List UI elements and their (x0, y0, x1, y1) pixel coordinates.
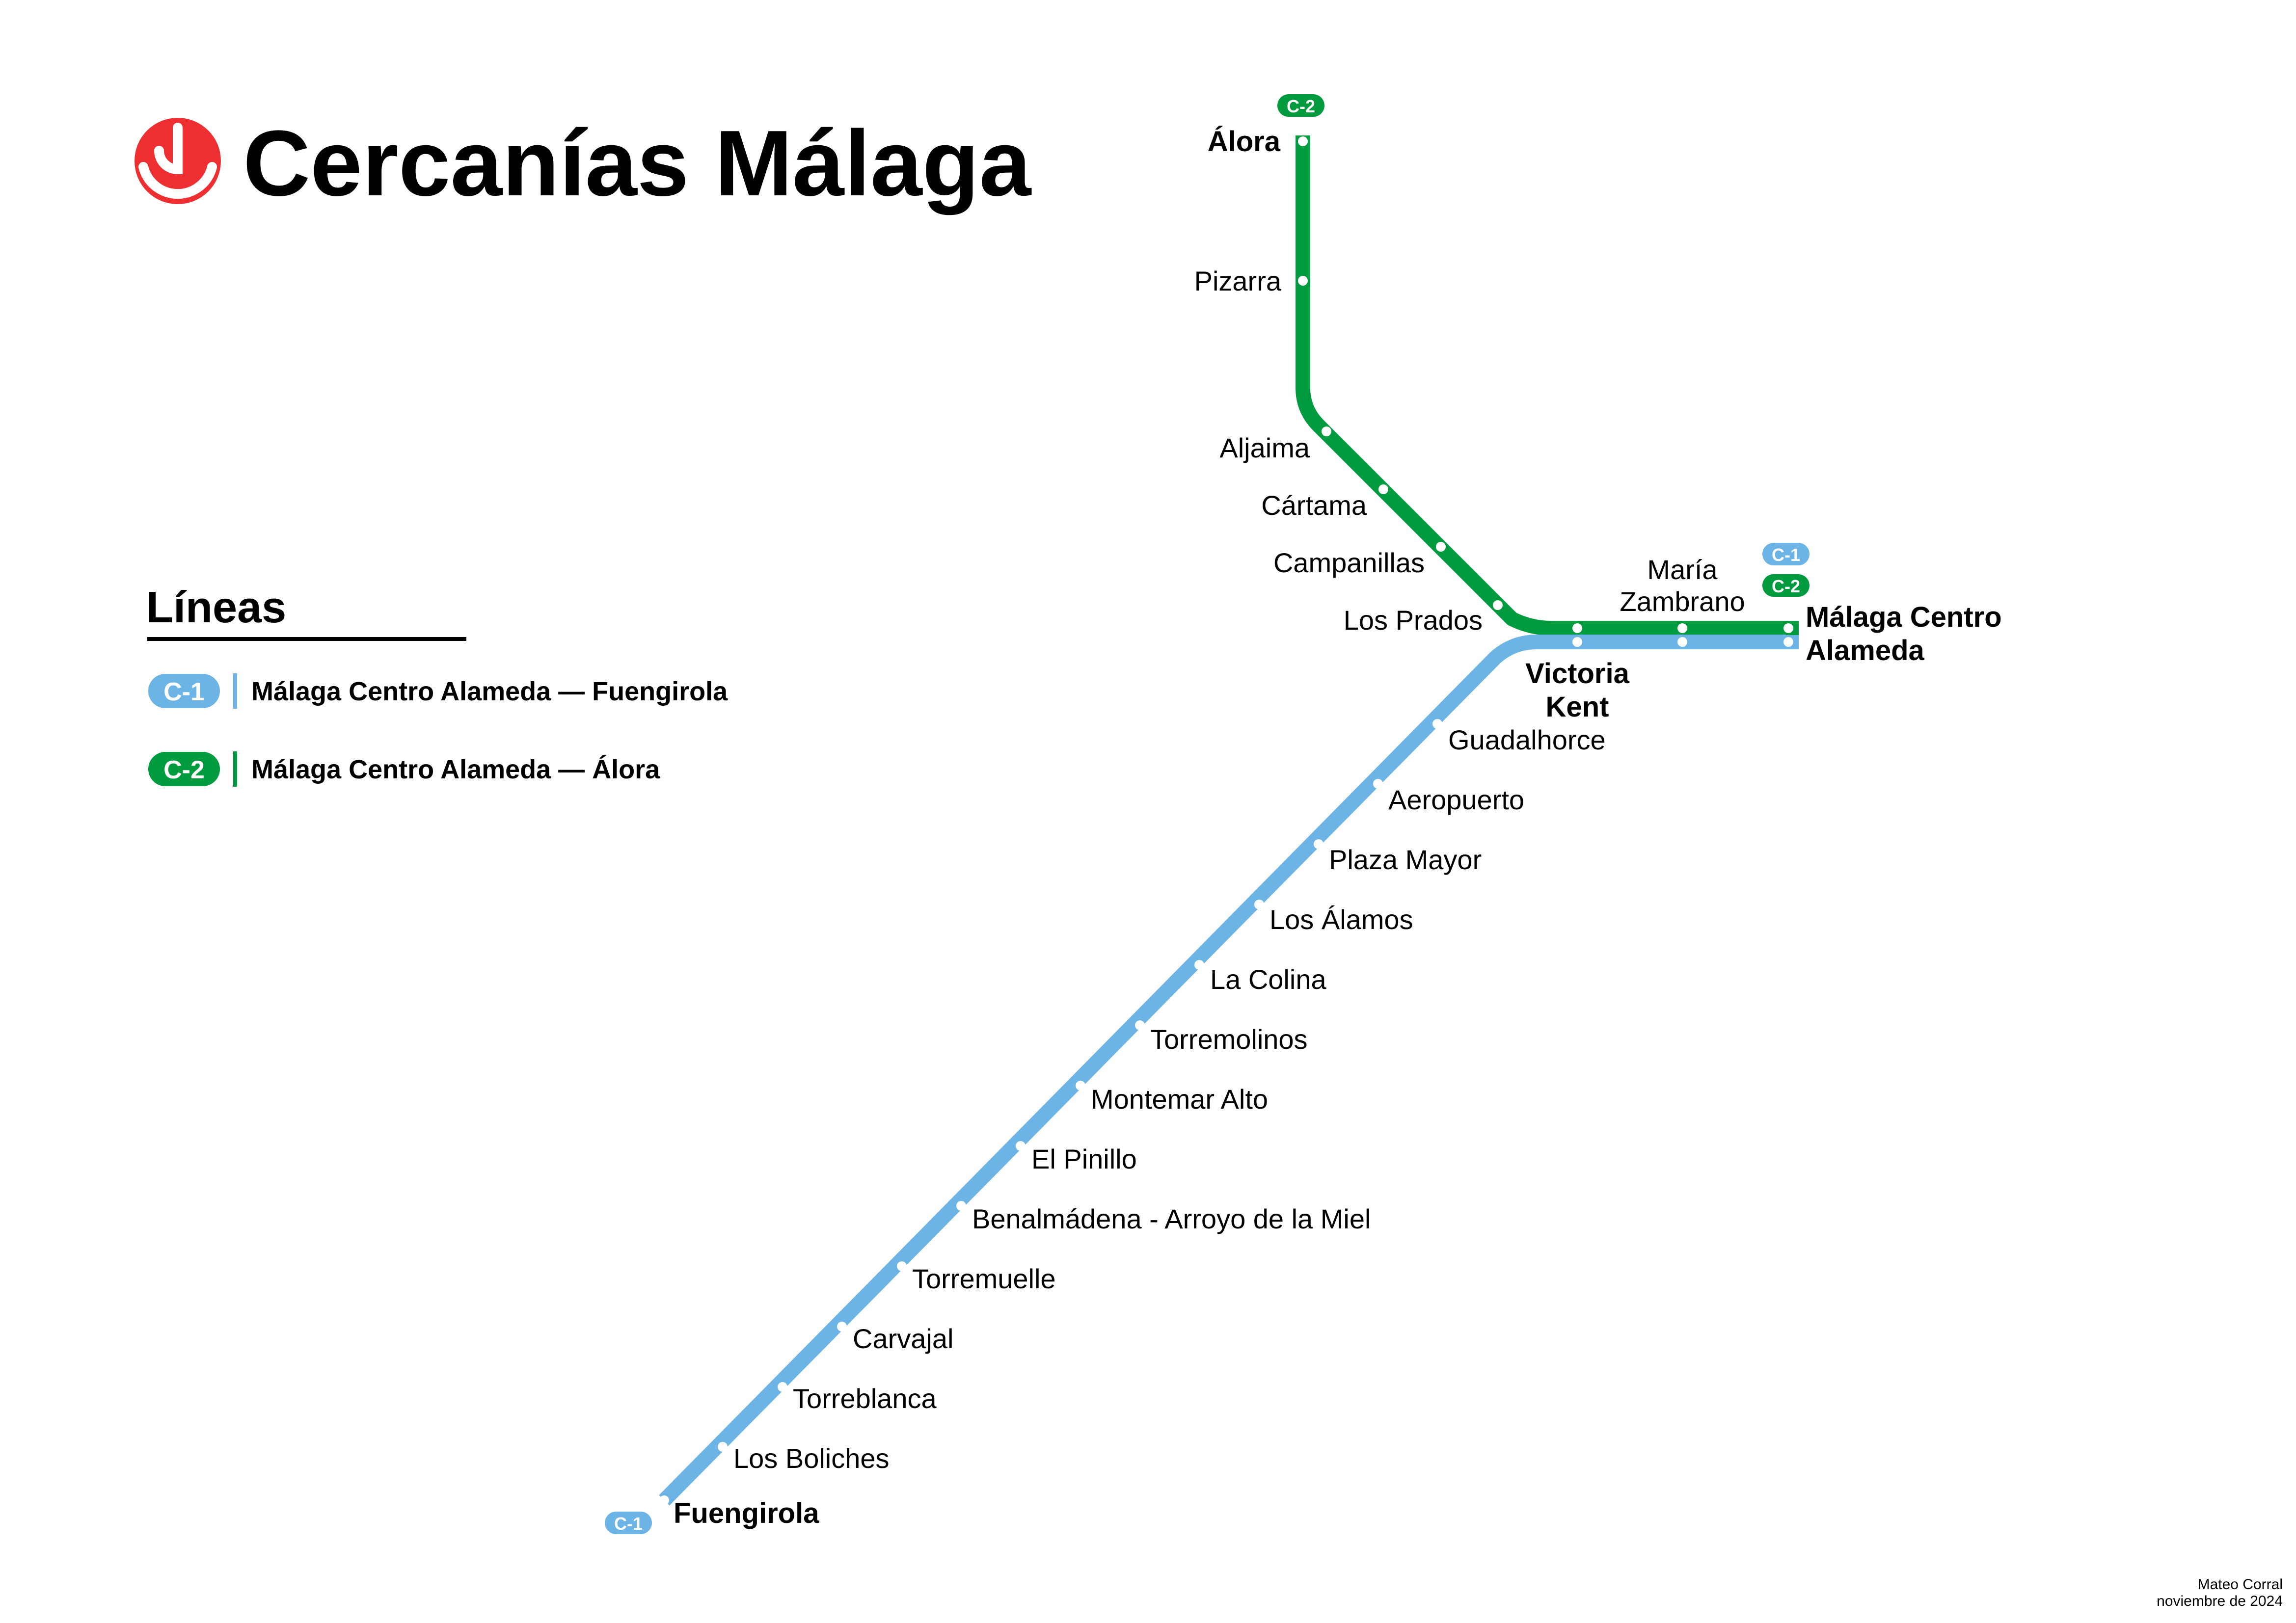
legend-item-c2: C-2 Málaga Centro Alameda — Álora (148, 751, 660, 787)
station-dot-icon (1135, 1020, 1145, 1030)
badge-c1-fuengirola: C-1 (605, 1512, 652, 1534)
line-badge-label: C-1 (163, 678, 205, 706)
station-dot-icon (1432, 719, 1442, 729)
station-dot-icon (1436, 542, 1446, 552)
station-dot-icon (1783, 623, 1793, 633)
svg-text:C-2: C-2 (1287, 96, 1315, 116)
legend: Líneas C-1 Málaga Centro Alameda — Fueng… (146, 583, 728, 787)
station-label-malaga-centro: Alameda (1806, 635, 1925, 666)
station-label-alora: Álora (1208, 126, 1281, 158)
station-dot-icon (1322, 426, 1331, 436)
station-dot-icon (837, 1322, 847, 1331)
station-dot-icon (1298, 136, 1308, 146)
station-label-los-alamos: Los Álamos (1270, 904, 1413, 935)
station-label-aljaima: Aljaima (1219, 432, 1310, 463)
station-label-los-boliches: Los Boliches (733, 1443, 890, 1474)
page-title: Cercanías Málaga (243, 111, 1032, 215)
c1-station-dots (659, 637, 1793, 1505)
station-label-cartama: Cártama (1261, 490, 1367, 521)
station-label-torremuelle: Torremuelle (912, 1263, 1056, 1294)
station-dot-icon (1783, 637, 1793, 647)
station-dot-icon (1298, 276, 1308, 286)
svg-text:C-1: C-1 (614, 1514, 643, 1534)
station-label-torremolinos: Torremolinos (1150, 1024, 1308, 1055)
station-label-fuengirola: Fuengirola (674, 1497, 819, 1529)
station-dot-icon (1677, 637, 1687, 647)
badge-c2-malaga: C-2 (1762, 574, 1810, 597)
legend-item-c1: C-1 Málaga Centro Alameda — Fuengirola (148, 673, 728, 709)
legend-separator (233, 673, 237, 709)
station-dot-icon (778, 1382, 787, 1392)
station-label-los-prados: Los Prados (1344, 605, 1483, 636)
station-label-guadalhorce: Guadalhorce (1448, 724, 1606, 755)
legend-separator (233, 751, 237, 787)
station-label-plaza-mayor: Plaza Mayor (1329, 844, 1482, 875)
station-dot-icon (1572, 637, 1582, 647)
station-label-maria-zambrano: María (1647, 554, 1718, 585)
svg-text:C-1: C-1 (1772, 545, 1800, 565)
station-dot-icon (718, 1442, 728, 1452)
station-label-maria-zambrano: Zambrano (1620, 586, 1745, 617)
station-dot-icon (1254, 900, 1264, 909)
station-dot-icon (1016, 1141, 1026, 1151)
station-dot-icon (1572, 623, 1582, 633)
cercanias-logo-icon (135, 118, 221, 204)
station-dot-icon (1677, 623, 1687, 633)
station-label-campanillas: Campanillas (1273, 547, 1425, 578)
station-dot-icon (956, 1201, 966, 1211)
station-label-la-colina: La Colina (1210, 964, 1326, 995)
legend-description: Málaga Centro Alameda — Álora (251, 755, 660, 784)
station-dot-icon (1493, 600, 1503, 610)
station-label-victoria-kent: Victoria (1525, 658, 1629, 690)
legend-underline (147, 637, 466, 641)
station-label-victoria-kent: Kent (1546, 691, 1609, 723)
legend-description: Málaga Centro Alameda — Fuengirola (251, 677, 728, 706)
badge-c1-malaga: C-1 (1762, 543, 1810, 565)
line-badge-label: C-2 (163, 756, 205, 784)
station-label-montemar-alto: Montemar Alto (1091, 1084, 1268, 1115)
station-label-aeropuerto: Aeropuerto (1388, 784, 1524, 815)
station-dot-icon (1194, 960, 1204, 970)
station-dot-icon (1373, 779, 1383, 789)
svg-text:C-2: C-2 (1772, 576, 1800, 596)
station-dot-icon (1076, 1081, 1085, 1091)
station-label-pizarra: Pizarra (1194, 266, 1282, 296)
legend-heading: Líneas (146, 583, 286, 632)
credit-date: noviembre de 2024 (2157, 1593, 2283, 1609)
station-dot-icon (659, 1495, 669, 1505)
line-c2-route (1296, 141, 1792, 636)
credit-author: Mateo Corral (2198, 1576, 2283, 1593)
c2-station-dots (1298, 136, 1793, 633)
station-label-carvajal: Carvajal (853, 1323, 953, 1354)
line-badge-c2 (148, 752, 220, 786)
station-dot-icon (897, 1261, 907, 1271)
station-label-torreblanca: Torreblanca (793, 1383, 937, 1414)
badge-c2-alora: C-2 (1277, 94, 1324, 117)
station-label-malaga-centro: Málaga Centro (1806, 601, 2002, 633)
line-badge-c1 (148, 674, 220, 708)
station-label-el-pinillo: El Pinillo (1031, 1144, 1137, 1174)
line-c1-route (659, 635, 1792, 1506)
station-label-benalmadena: Benalmádena - Arroyo de la Miel (972, 1203, 1371, 1234)
station-dot-icon (1378, 484, 1388, 494)
station-dot-icon (1314, 839, 1324, 849)
